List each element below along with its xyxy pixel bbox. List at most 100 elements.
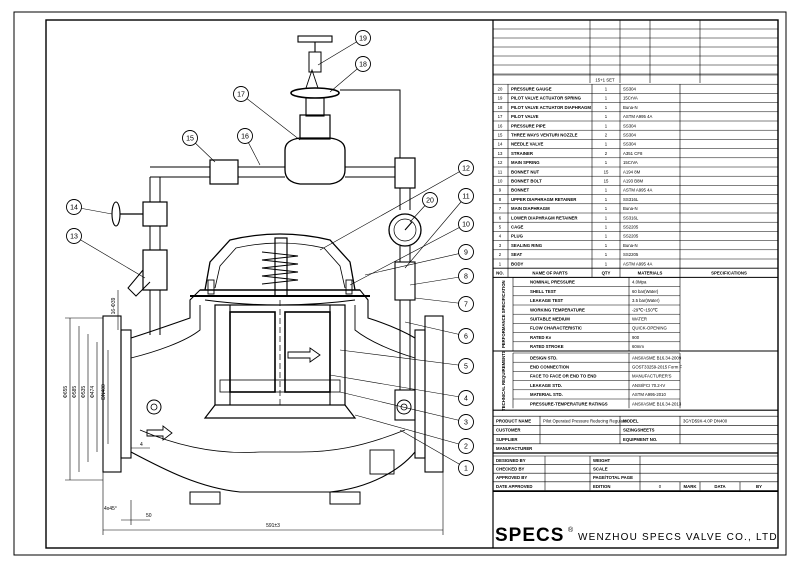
part-name: BONNET BOLT — [511, 179, 542, 184]
performance-key: SHELL TEST — [530, 289, 557, 294]
equipment-label: EQUIPMENT NO. — [623, 437, 657, 442]
dim-d3: Φ535 — [81, 386, 87, 399]
performance-key: WORKING TEMPERATURE — [530, 307, 585, 312]
pilot-valve-body — [284, 137, 346, 185]
product-name-label: PRODUCT NAME — [496, 419, 531, 424]
part-qty: 1 — [605, 96, 608, 101]
part-material: SS316L — [623, 197, 639, 202]
performance-value: 3.5 bar(Water) — [632, 298, 660, 303]
part-qty: 1 — [605, 188, 608, 193]
body-upper — [130, 289, 416, 339]
performance-key: SUITABLE MEDIUM — [530, 317, 570, 322]
leader-line — [399, 429, 467, 469]
balloon-circle — [355, 30, 371, 46]
dim-small: 4 — [140, 442, 143, 448]
dim-bolt: 16-Φ39 — [111, 297, 117, 314]
leader-line — [329, 374, 467, 399]
product-name: Pilot Operated Pressure Reducing Regulat… — [543, 419, 629, 424]
technical-key: LEAKAGE STD. — [530, 383, 562, 388]
part-name: MAIN DIAPHRAGM — [511, 206, 550, 211]
part-material: SS2205 — [623, 252, 639, 257]
balloon-7: 7 — [464, 301, 468, 308]
part-material: 15CrVA — [623, 160, 638, 165]
balloon-12: 12 — [462, 165, 470, 172]
part-material: 15CrVA — [623, 96, 638, 101]
part-qty: 1 — [605, 142, 608, 147]
balloon-circle — [182, 130, 198, 146]
supplier-label: SUPPLIER — [496, 437, 518, 442]
balloon-18: 18 — [359, 61, 367, 68]
balloon-circle — [458, 188, 474, 204]
leader-line — [319, 167, 467, 251]
technical-key: FACE TO FACE OR END TO END — [530, 374, 596, 379]
performance-key: RATED STROKE — [530, 344, 564, 349]
technical-value: GOST33259-2015 Form F — [632, 365, 683, 370]
part-qty: 1 — [605, 197, 608, 202]
leader-line — [317, 37, 364, 66]
balloon-17: 17 — [237, 91, 245, 98]
part-number: 11 — [498, 169, 503, 174]
technical-value: ANSI/ASME B16.34-2013 — [632, 401, 682, 406]
leader-line — [404, 321, 467, 337]
part-name: SEALING RING — [511, 243, 543, 248]
part-qty: 2 — [605, 133, 608, 138]
part-number: 16 — [498, 123, 503, 128]
part-number: 8 — [499, 197, 502, 202]
balloon-3: 3 — [464, 419, 468, 426]
needle-valve — [142, 201, 168, 227]
balloon-circle — [422, 192, 438, 208]
balloon-20: 20 — [426, 197, 434, 204]
dim-d2: Φ585 — [72, 386, 78, 399]
balloon-circle — [66, 199, 82, 215]
part-material: A194 8M — [623, 169, 641, 174]
part-qty: 1 — [605, 252, 608, 257]
part-material: ASTM A995 4A — [623, 188, 653, 193]
leader-line — [404, 195, 467, 269]
part-number: 19 — [498, 96, 503, 101]
balloon-10: 10 — [462, 221, 470, 228]
part-qty: 15 — [604, 179, 609, 184]
balloon-circle — [237, 128, 253, 144]
checked-by-label: CHECKED BY — [496, 467, 525, 472]
part-material: SS2205 — [623, 225, 639, 230]
page-total-label: PAGE/TOTAL PAGE — [593, 475, 633, 480]
dim-d1: Φ655 — [63, 386, 69, 399]
part-number: 14 — [498, 142, 503, 147]
part-name: MAIN SPRING — [511, 160, 540, 165]
part-number: 3 — [499, 243, 502, 248]
part-name: PLUG — [511, 234, 524, 239]
part-name: UPPER DIAPHRAGM RETAINER — [511, 197, 577, 202]
leader-line — [409, 275, 467, 286]
leader-line — [364, 251, 467, 276]
title-block-grid — [492, 19, 779, 548]
main-spring — [261, 251, 299, 285]
part-qty: 1 — [605, 123, 608, 128]
part-material: SS304 — [623, 87, 637, 92]
by-label: BY — [756, 484, 762, 489]
balloon-circle — [458, 390, 474, 406]
part-number: 12 — [498, 160, 503, 165]
dim-dn: DN400 — [101, 384, 107, 400]
technical-label: TECHNICAL REQUIREMENTS — [501, 350, 506, 411]
technical-value: ASTM A995-2010 — [632, 392, 667, 397]
part-name: SEAT — [511, 252, 523, 257]
part-qty: 15 — [604, 169, 609, 174]
part-name: THREE WAYS VENTURI NOZZLE — [511, 133, 578, 138]
part-name: LOWER DIAPHRAGM RETAINER — [511, 215, 578, 220]
balloon-4: 4 — [464, 395, 468, 402]
performance-value: -29℃~150℃ — [632, 307, 658, 312]
pilot-diaphragm — [290, 87, 340, 99]
column-header-material: MATERIALS — [638, 271, 663, 276]
registered-mark: ® — [568, 526, 574, 534]
company-strip: SPECS ® WENZHOU SPECS VALVE CO., LTD — [495, 525, 777, 546]
part-name: PRESSURE PIPE — [511, 123, 546, 128]
mark-label: MARK — [684, 484, 698, 489]
part-number: 17 — [498, 114, 503, 119]
performance-value: 60 bar(Water) — [632, 289, 659, 294]
model-label: MODEL — [623, 419, 639, 424]
balloon-6: 6 — [464, 333, 468, 340]
part-material: SS304 — [623, 142, 637, 147]
performance-value: 900 — [632, 335, 640, 340]
data-label: DATA — [714, 484, 725, 489]
